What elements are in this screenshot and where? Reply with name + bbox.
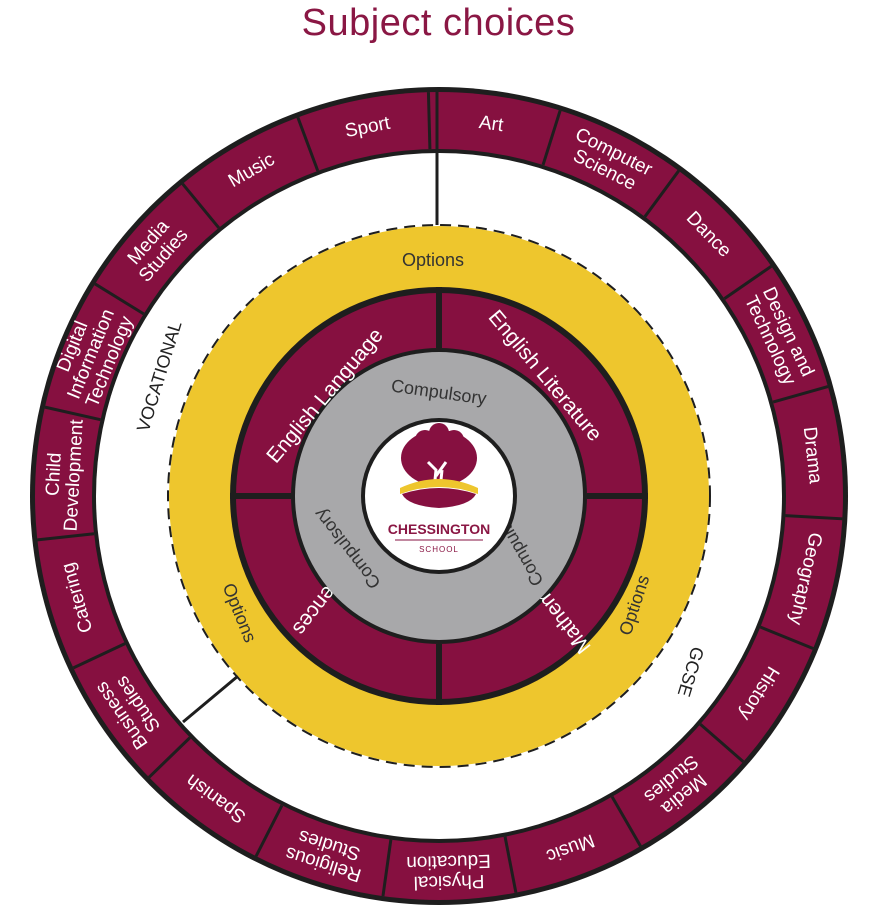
outer-ring-divider [147, 736, 191, 779]
outer-ring-divider [44, 405, 101, 422]
core-ring-dividers [230, 287, 648, 705]
options-ring-outer-dash [167, 224, 711, 768]
outer-ring-divider [381, 839, 393, 897]
outer-segment-label: PhysicalEducation [406, 850, 492, 893]
school-logo: CHESSINGTON SCHOOL [361, 418, 517, 574]
outer-segment-label-line: Education [406, 850, 491, 873]
outer-ring-divider [699, 723, 745, 763]
options-label-top: Options [402, 250, 464, 270]
outer-ring-divider [37, 532, 95, 542]
outer-segment-label-line: Child [42, 452, 65, 496]
outer-ring-divider [610, 796, 642, 847]
logo-name: CHESSINGTON [388, 521, 490, 537]
outer-ring-divider [72, 642, 126, 670]
logo-sub: SCHOOL [419, 545, 459, 554]
outer-ring-dividers [37, 92, 843, 897]
outer-ring-divider [723, 265, 773, 300]
outer-ring-divider [759, 625, 814, 650]
outer-ring-divider [541, 110, 562, 166]
outer-ring-divider [643, 169, 680, 218]
outer-ring-divider [296, 116, 320, 172]
outer-ring-divider [785, 514, 843, 521]
outer-ring-divider [503, 836, 518, 893]
outer-ring-divider [772, 385, 829, 404]
outer-segment-label-line: Art [478, 112, 506, 136]
page-title: Subject choices [301, 2, 576, 44]
outer-ring-divider [426, 92, 432, 150]
outer-ring-divider [254, 804, 284, 857]
outer-segment-label: Art [478, 112, 506, 136]
connector-line-bottom-left [182, 674, 239, 724]
outer-ring-divider [181, 182, 220, 229]
outer-segment-label-line: Physical [413, 870, 484, 893]
tree-icon [400, 423, 478, 508]
outer-ring-divider [94, 282, 145, 316]
